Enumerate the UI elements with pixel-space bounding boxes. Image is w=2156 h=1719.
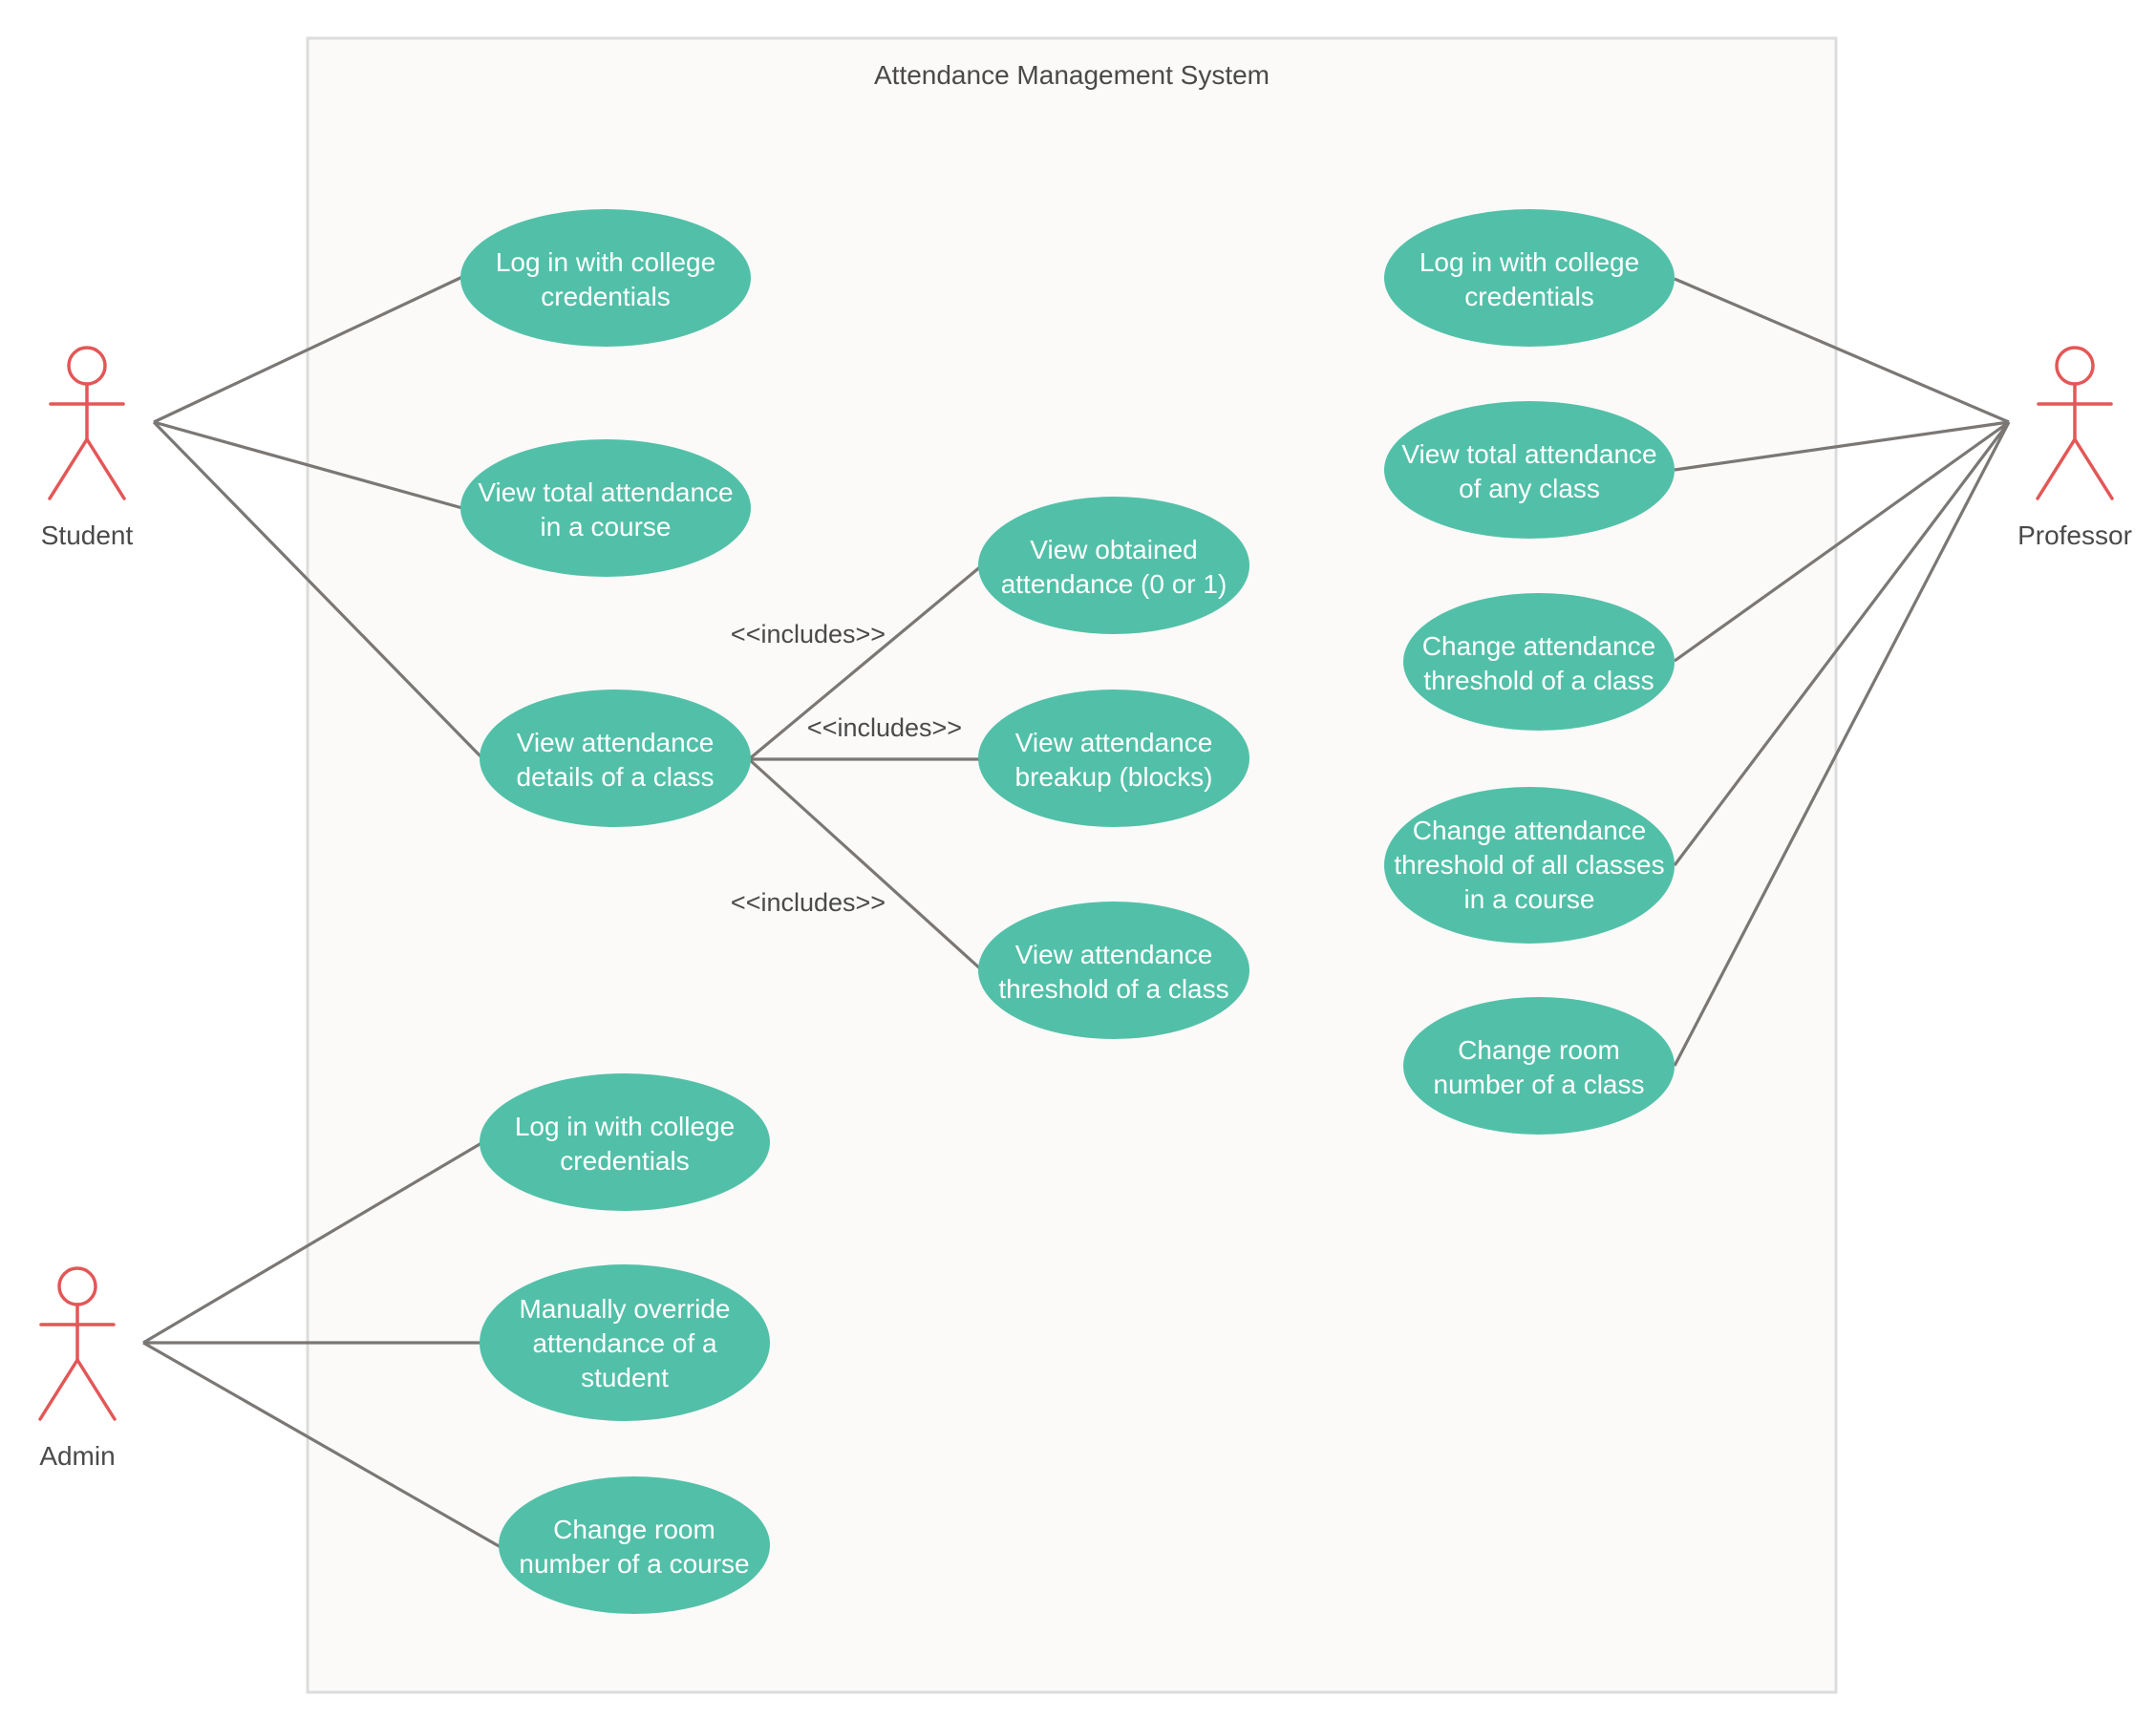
link-prof-room (1673, 421, 2011, 1067)
link-admin-room (142, 1341, 502, 1549)
include-label-threshold: <<includes>> (731, 888, 886, 917)
link-prof-login (1674, 277, 2010, 424)
link-prof-change-all (1673, 421, 2011, 866)
link-student-details (152, 420, 485, 761)
include-label-breakup: <<includes>> (807, 713, 962, 742)
link-prof-total (1674, 420, 2010, 472)
stick-figure-icon (2036, 346, 2114, 500)
stick-figure-icon (48, 346, 126, 500)
actor-label: Student (41, 520, 134, 550)
stick-figure-icon (38, 1266, 117, 1421)
link-prof-change-threshold (1674, 420, 2010, 663)
actor-label: Professor (2017, 520, 2132, 550)
link-student-login (153, 275, 463, 424)
link-include-obtained (747, 563, 984, 761)
link-admin-login (142, 1141, 482, 1345)
actor-professor: Professor (2017, 346, 2132, 550)
include-label-obtained: <<includes>> (731, 620, 886, 648)
link-include-threshold (747, 757, 984, 972)
actor-label: Admin (39, 1441, 115, 1471)
link-student-total (153, 420, 463, 510)
actor-student: Student (41, 346, 134, 550)
association-lines (142, 275, 2011, 1549)
actor-admin: Admin (38, 1266, 117, 1471)
system-title: Attendance Management System (874, 60, 1270, 90)
